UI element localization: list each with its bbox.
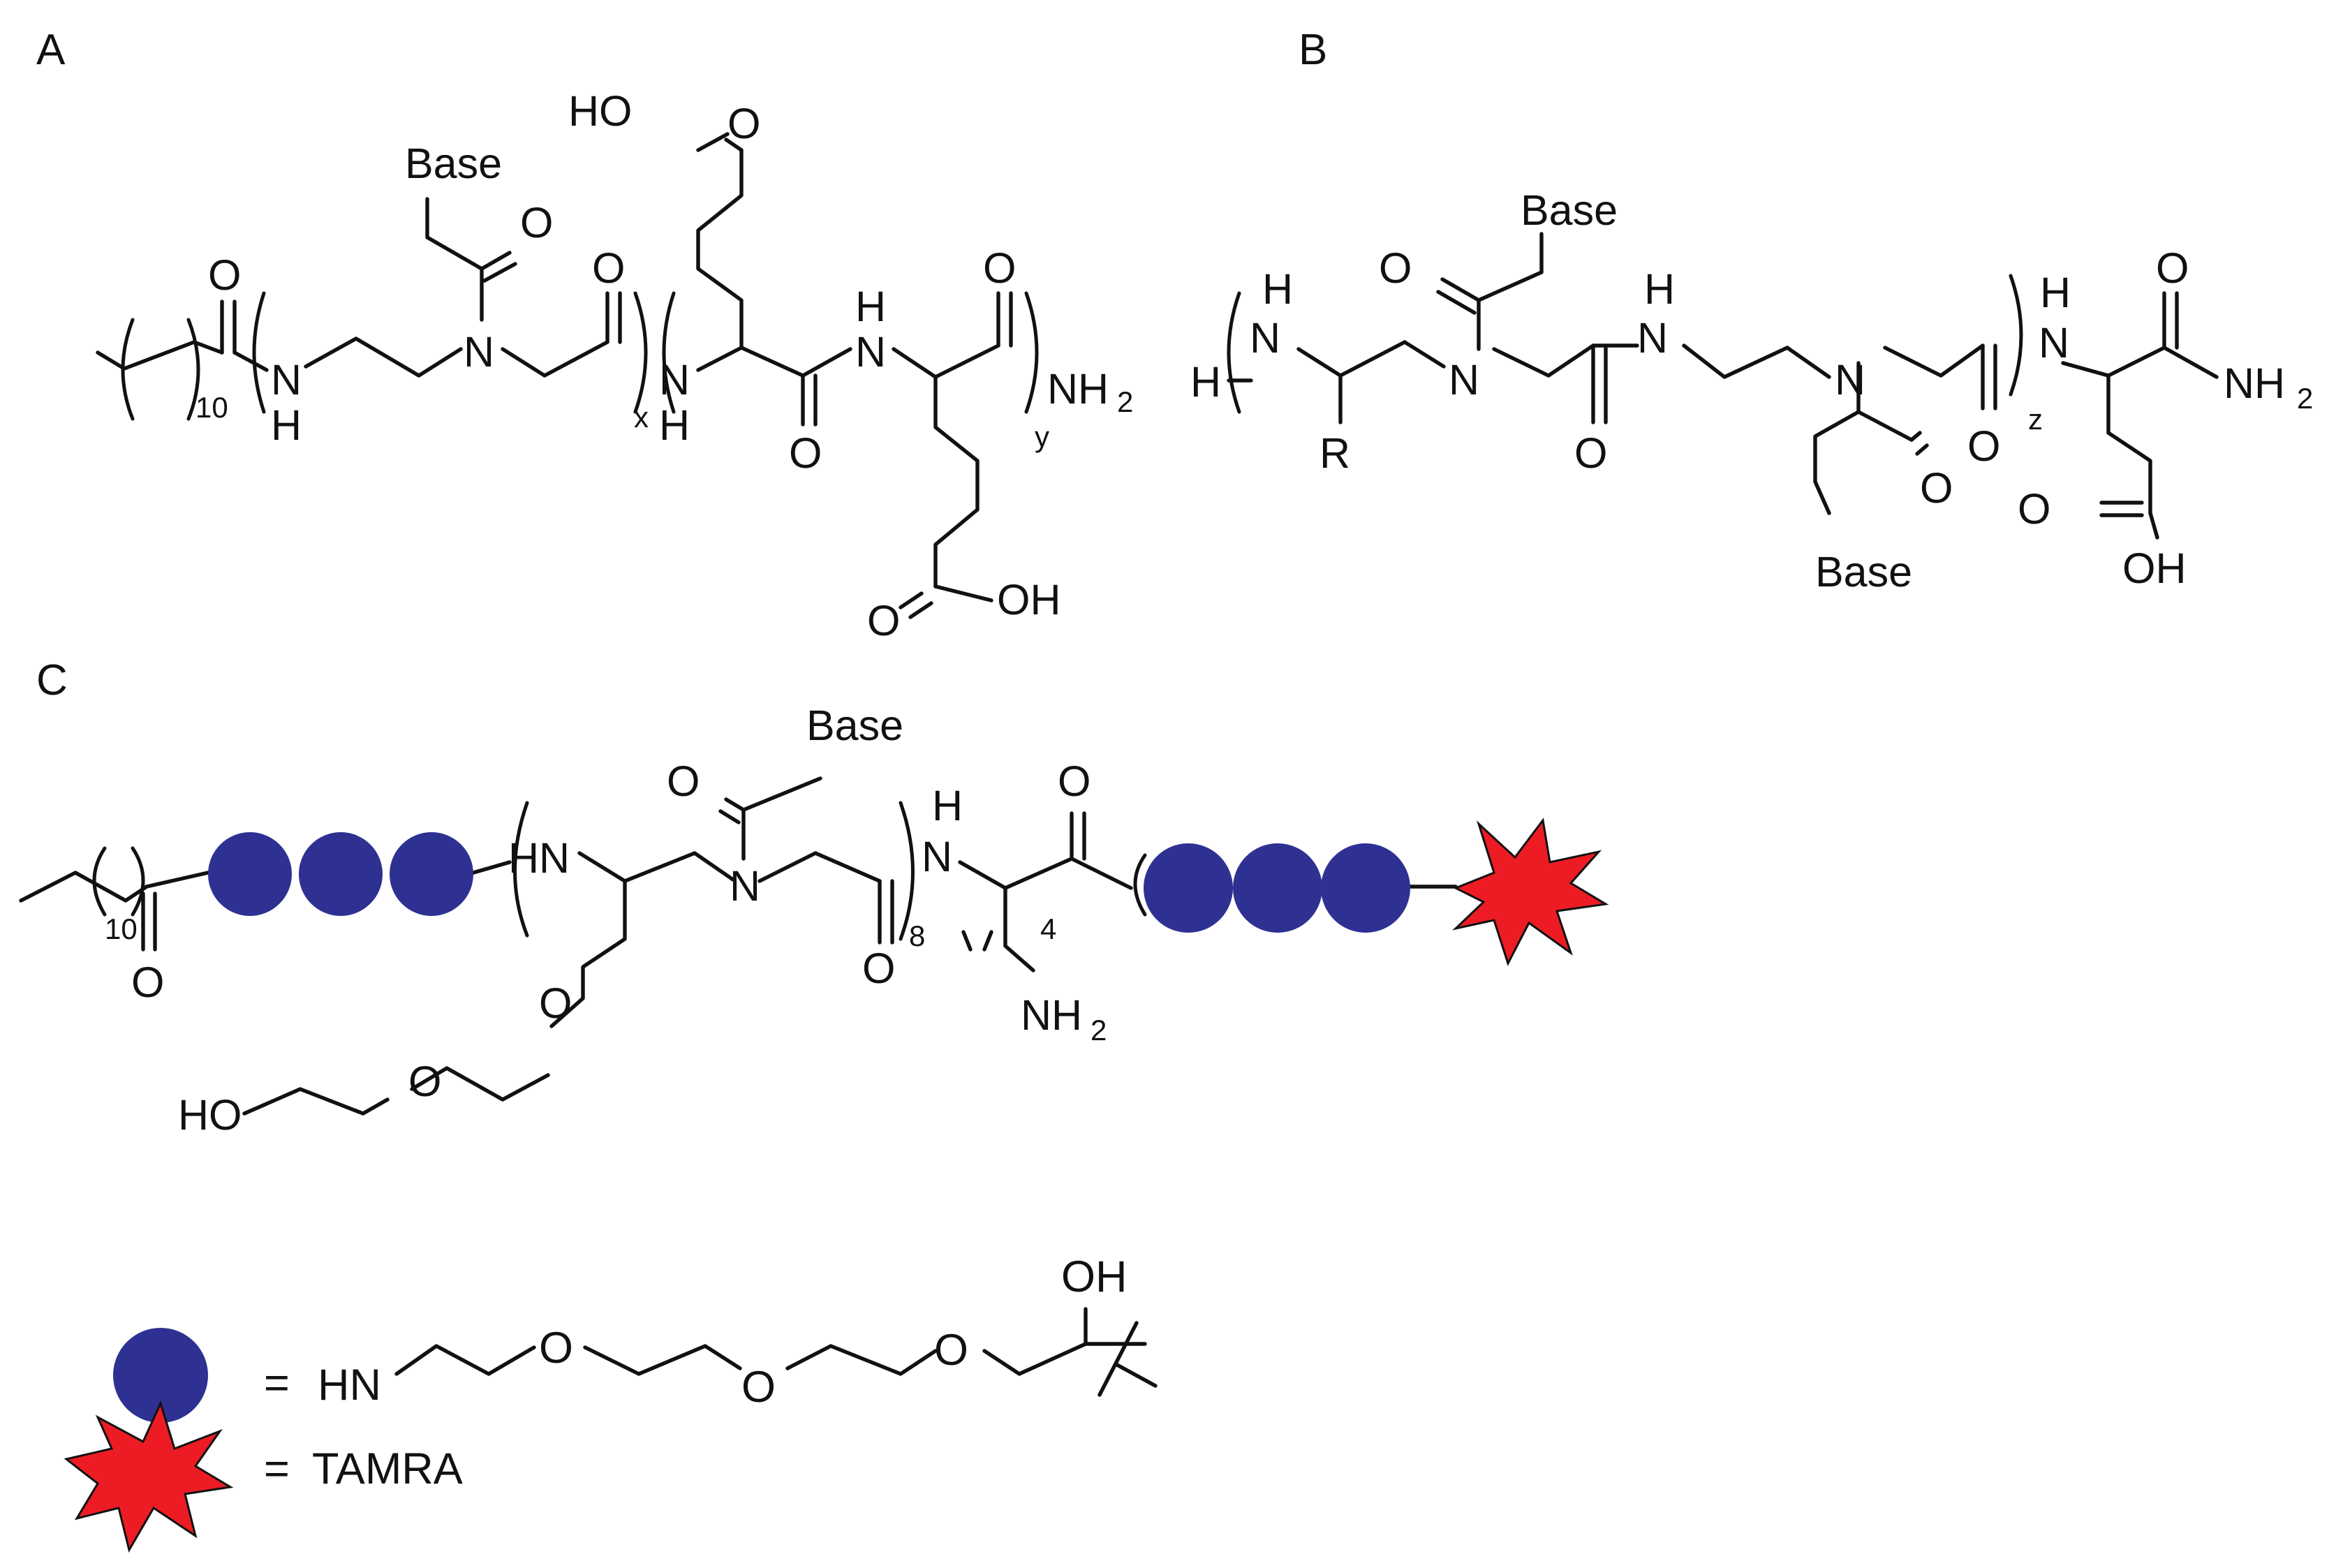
peg-unit xyxy=(1233,843,1322,933)
panel-b-label: B xyxy=(1299,26,1327,74)
peg-unit xyxy=(1321,843,1410,933)
atom-n: N xyxy=(659,356,690,404)
atom-o: O xyxy=(408,1058,441,1105)
atom-h: H xyxy=(1644,265,1675,313)
subscript-x: x xyxy=(634,401,649,434)
atom-n: N xyxy=(1250,314,1280,362)
legend-tamra-equals: = xyxy=(264,1444,290,1493)
panel-b-atoms: H H N R N O Base O H N N O Base O H N O … xyxy=(1190,186,2313,596)
subscript-8: 8 xyxy=(909,919,925,952)
atom-n: N xyxy=(922,833,952,880)
peg-unit xyxy=(208,832,292,916)
panel-a: A xyxy=(36,26,1133,644)
atom-o: O xyxy=(2018,485,2050,533)
atom-o: O xyxy=(727,100,760,147)
atom-oh: OH xyxy=(2122,545,2187,592)
atom-o: O xyxy=(789,429,822,477)
legend-atom-o: O xyxy=(539,1324,573,1373)
atom-o: O xyxy=(592,244,625,292)
atom-h: H xyxy=(2040,269,2071,316)
subscript-2: 2 xyxy=(1117,385,1133,418)
atom-n: N xyxy=(2039,319,2069,367)
atom-n: N xyxy=(464,328,494,376)
atom-h: H xyxy=(271,401,302,449)
atom-o: O xyxy=(1379,244,1412,292)
atom-ho: HO xyxy=(178,1091,242,1139)
legend: = HN O O O OH = TAMRA xyxy=(64,1252,1158,1553)
atom-n: N xyxy=(1835,356,1865,404)
atom-o: O xyxy=(867,597,900,644)
panel-a-label: A xyxy=(36,26,66,74)
panel-c-label: C xyxy=(36,656,68,704)
subscript-y: y xyxy=(1035,420,1049,453)
subscript-2: 2 xyxy=(2297,382,2313,415)
legend-tamra-label: TAMRA xyxy=(312,1444,463,1493)
legend-atom-oh: OH xyxy=(1061,1252,1128,1301)
subscript-4: 4 xyxy=(1040,912,1056,945)
atom-o: O xyxy=(983,244,1016,292)
atom-o: O xyxy=(208,251,241,299)
panel-b: B H H xyxy=(1190,26,2313,596)
atom-hn: HN xyxy=(508,834,570,882)
legend-peg-unit-swatch xyxy=(113,1328,208,1423)
atom-n: N xyxy=(1637,314,1668,362)
atom-r: R xyxy=(1319,429,1350,477)
atom-o: O xyxy=(1574,429,1607,477)
atom-base: Base xyxy=(806,702,903,749)
legend-atom-o: O xyxy=(934,1326,968,1375)
atom-n: N xyxy=(271,356,302,404)
atom-nh2: NH xyxy=(2224,360,2285,407)
panel-c-peg-units-right xyxy=(1144,843,1410,933)
peg-unit xyxy=(1144,843,1233,933)
atom-o: O xyxy=(1058,757,1091,805)
atom-base: Base xyxy=(405,140,502,187)
atom-base: Base xyxy=(1815,548,1912,596)
subscript-10: 10 xyxy=(195,391,228,424)
atom-h: H xyxy=(1262,265,1293,313)
legend-unit-bonds xyxy=(394,1307,1158,1397)
atom-o: O xyxy=(1967,422,2000,470)
atom-n: N xyxy=(855,328,886,376)
atom-o: O xyxy=(1920,464,1953,512)
subscript-z: z xyxy=(2028,403,2043,436)
panel-c-bonds xyxy=(19,776,1458,1116)
atom-base: Base xyxy=(1521,186,1618,234)
legend-tamra-swatch xyxy=(64,1400,234,1553)
panel-c: C xyxy=(19,656,1609,1139)
atom-h: H xyxy=(932,782,963,829)
atom-nh2: NH xyxy=(1047,365,1109,413)
atom-nh2: NH xyxy=(1021,991,1082,1039)
panel-c-atoms: 10 O HN N O Base O 8 H N O 4 NH 2 O O HO xyxy=(105,702,1107,1139)
atom-ho: HO xyxy=(568,87,633,135)
atom-n: N xyxy=(730,862,760,910)
atom-n: N xyxy=(1449,356,1479,404)
atom-o: O xyxy=(131,959,164,1006)
panel-a-atoms: Base O O N H N O N H HO O O H N O O OH N… xyxy=(195,87,1133,644)
atom-h: H xyxy=(659,401,690,449)
tamra-star xyxy=(1452,818,1609,966)
panel-c-peg-units-left xyxy=(208,832,473,916)
peg-unit xyxy=(299,832,383,916)
atom-o: O xyxy=(539,979,572,1027)
atom-oh: OH xyxy=(997,576,1061,623)
atom-o: O xyxy=(862,945,895,992)
legend-unit-hn: HN xyxy=(318,1361,381,1410)
subscript-2: 2 xyxy=(1091,1014,1107,1046)
panel-a-bonds xyxy=(96,132,1039,619)
panel-b-bonds xyxy=(1227,232,2219,540)
atom-o: O xyxy=(667,757,700,805)
atom-h: H xyxy=(1190,358,1221,406)
atom-o: O xyxy=(520,199,553,246)
atom-o: O xyxy=(2156,244,2189,292)
subscript-10: 10 xyxy=(105,912,138,945)
legend-unit-equals: = xyxy=(264,1359,290,1407)
atom-h: H xyxy=(855,283,886,330)
legend-atom-o: O xyxy=(741,1363,776,1412)
peg-unit xyxy=(390,832,473,916)
